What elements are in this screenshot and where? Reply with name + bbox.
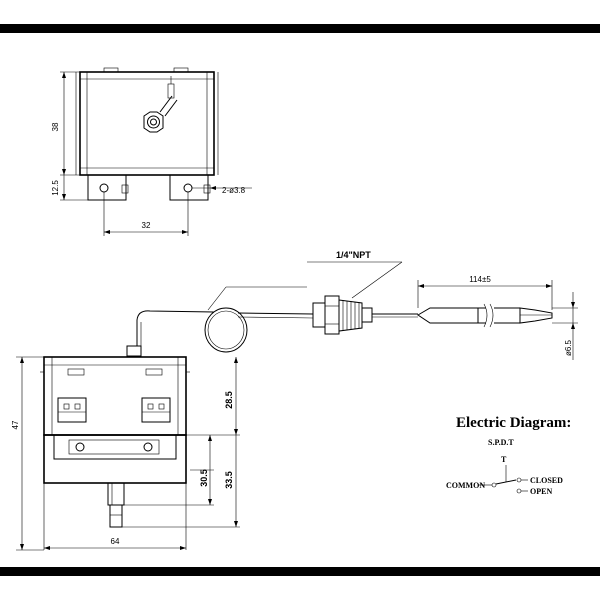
terminal-right [141,397,171,423]
top-view-body [79,71,215,176]
open-label: OPEN [530,487,552,496]
front-view-body [43,356,187,436]
mounting-tab-right [169,174,211,201]
front-dim-mid: 30.5 [199,469,209,487]
front-dim-width: 64 [111,537,120,546]
switch-type: S.P.D.T [488,438,514,447]
bulb-length-dim: 114±5 [469,275,491,284]
terminal-left [57,397,87,423]
top-dim-width: 32 [142,221,151,230]
bottom-frame-bar [0,567,600,576]
front-dim-height: 47 [11,420,20,429]
common-label: COMMON [446,481,485,490]
adjustment-shaft-icon [143,76,178,133]
electric-diagram: Electric Diagram: S.P.D.T T COMMON CLOSE… [446,415,571,496]
bulb-diameter-dim: ø6.5 [564,339,573,356]
front-view: 47 28.5 30.5 33.5 64 [11,345,240,551]
top-dim-holes: 2-ø3.8 [222,186,246,195]
top-dim-lower: 12.5 [51,180,60,196]
electric-title: Electric Diagram: [456,415,571,431]
top-view: 38 12.5 32 2-ø3.8 [51,67,252,236]
front-dim-lower: 33.5 [224,471,234,489]
closed-label: CLOSED [530,476,563,485]
sensor-probe: 1/4"NPT 114±5 ø6.5 [136,250,578,360]
top-frame-bar [0,24,600,33]
top-dim-height: 38 [51,122,60,131]
sensor-bulb [417,303,553,328]
front-dim-upper: 28.5 [224,391,234,409]
thread-label: 1/4"NPT [336,250,371,260]
terminal-t-label: T [501,455,507,464]
mounting-tab-left [87,174,129,201]
npt-fitting [312,295,373,335]
capillary-coil [204,307,248,353]
